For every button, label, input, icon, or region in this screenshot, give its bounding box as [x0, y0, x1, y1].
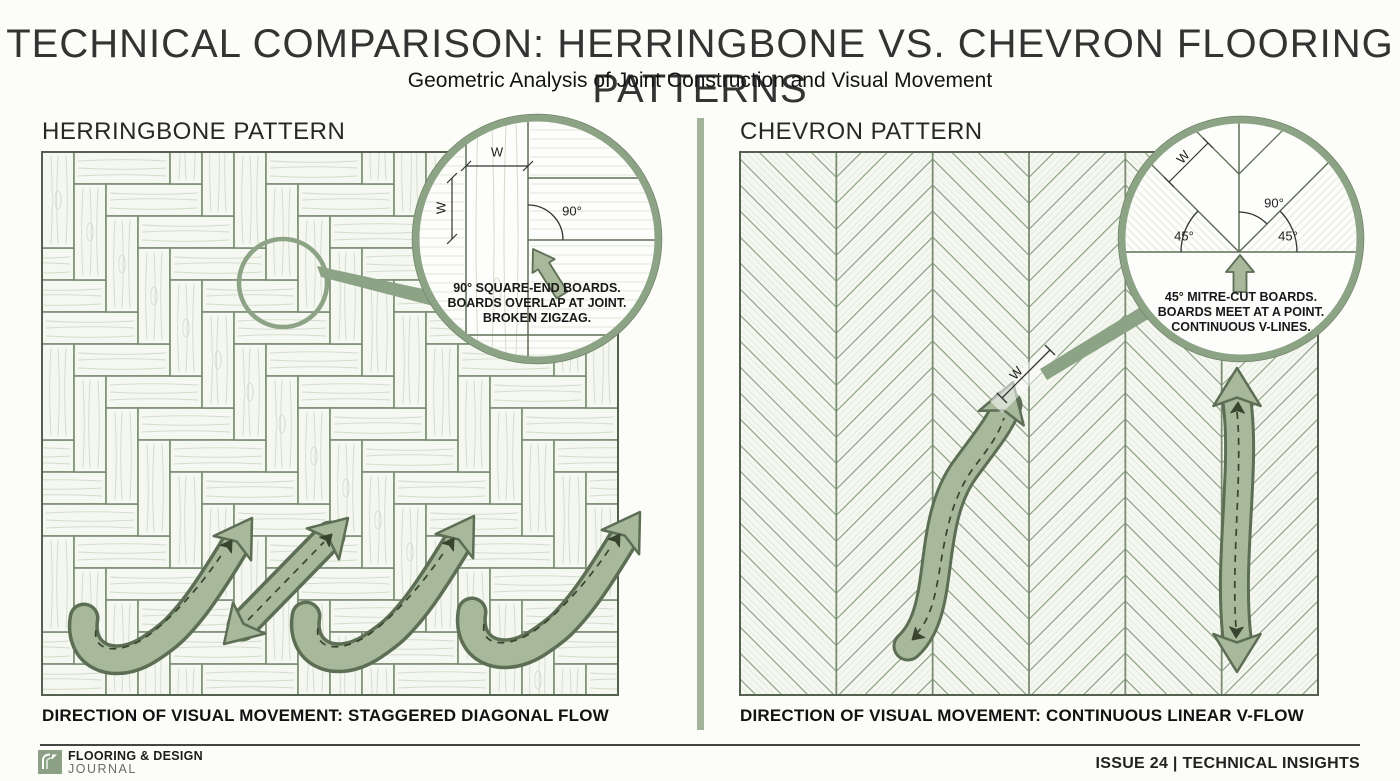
- journal-name-block: FLOORING & DESIGN JOURNAL: [68, 749, 203, 776]
- chevron-angle-left-label: 45°: [1174, 228, 1194, 244]
- panel-divider: [697, 118, 704, 730]
- chevron-board-width-annotation: [990, 344, 1058, 413]
- chevron-angle-top-label: 90°: [1264, 195, 1284, 211]
- footer-divider: [40, 744, 1360, 746]
- flow-arrows-left: [67, 510, 642, 676]
- page-subtitle: Geometric Analysis of Joint Construction…: [407, 69, 993, 92]
- herringbone-note-line: 90° SQUARE-END BOARDS.: [453, 281, 621, 295]
- herringbone-width-label-vertical: W: [433, 201, 449, 215]
- issue-label: ISSUE 24 | TECHNICAL INSIGHTS: [1095, 755, 1360, 772]
- herringbone-note-line: BROKEN ZIGZAG.: [482, 311, 592, 325]
- chevron-angle-right-label: 45°: [1278, 228, 1298, 244]
- chevron-note-line: BOARDS MEET AT A POINT.: [1157, 305, 1325, 319]
- magnifier-herringbone-joint: [411, 113, 663, 365]
- chevron-heading: CHEVRON PATTERN: [740, 118, 983, 145]
- chevron-caption: DIRECTION OF VISUAL MOVEMENT: CONTINUOUS…: [740, 706, 1304, 725]
- herringbone-width-label-horizontal: W: [490, 144, 504, 160]
- journal-name: FLOORING & DESIGN: [68, 749, 203, 763]
- diagonal-flow-arrow: [455, 510, 642, 670]
- herringbone-caption: DIRECTION OF VISUAL MOVEMENT: STAGGERED …: [42, 706, 609, 725]
- chevron-note-line: CONTINUOUS V-LINES.: [1171, 320, 1311, 334]
- magnifier-chevron-joint: [1117, 115, 1365, 363]
- herringbone-note-line: BOARDS OVERLAP AT JOINT.: [447, 296, 627, 310]
- double-diagonal-flow-arrow: [222, 516, 350, 646]
- herringbone-heading: HERRINGBONE PATTERN: [42, 118, 346, 145]
- journal-subtitle: JOURNAL: [68, 762, 137, 776]
- detail-target-circle: [236, 236, 330, 330]
- callout-connector-right: [1040, 300, 1160, 380]
- page-title: TECHNICAL COMPARISON: HERRINGBONE VS. CH…: [6, 22, 1394, 111]
- herringbone-angle-label: 90°: [562, 203, 582, 219]
- callout-connector-left: [317, 266, 441, 308]
- diagonal-flow-arrow: [289, 514, 476, 674]
- journal-logo-icon: [38, 750, 62, 774]
- diagonal-flow-arrow: [67, 516, 254, 676]
- chevron-note-line: 45° MITRE-CUT BOARDS.: [1164, 290, 1318, 304]
- double-vertical-flow-arrow: [1212, 366, 1262, 674]
